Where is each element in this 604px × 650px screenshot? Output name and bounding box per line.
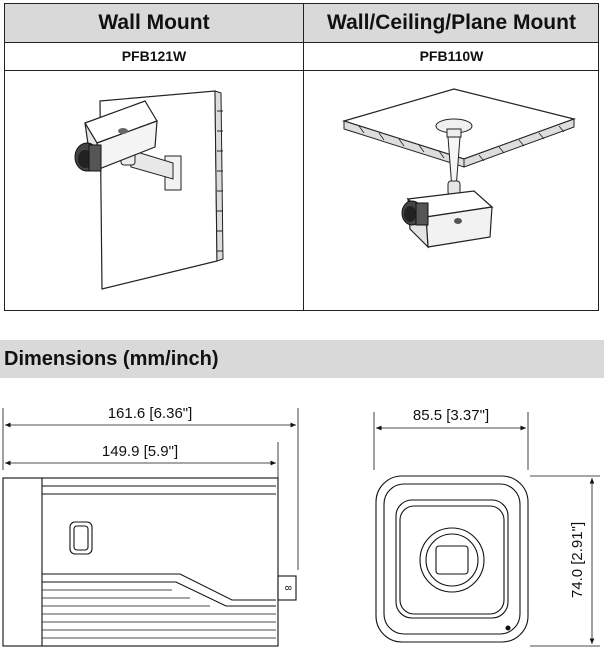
side-view-camera: 8	[2, 477, 297, 647]
table-header-row: Wall Mount Wall/Ceiling/Plane Mount	[5, 4, 598, 43]
height-label: 74.0 [2.91"]	[569, 522, 586, 598]
wall-mount-camera-icon	[74, 90, 224, 290]
table-model-row: PFB121W PFB110W	[5, 42, 598, 71]
column-divider	[303, 4, 304, 310]
header-wall-mount: Wall Mount	[98, 11, 210, 34]
front-view-camera	[375, 475, 529, 643]
side-view-dimensions: 161.6 [6.36"] 149.9 [5.9"]	[2, 405, 299, 570]
dimensions-header: Dimensions (mm/inch)	[0, 340, 604, 378]
body-length-label: 149.9 [5.9"]	[102, 443, 178, 460]
dimension-drawing: 161.6 [6.36"] 149.9 [5.9"] 8 85.5 [3.37"…	[2, 405, 600, 647]
front-view-dimensions: 85.5 [3.37"] 74.0 [2.91"]	[373, 407, 600, 647]
header-wall-ceiling-mount: Wall/Ceiling/Plane Mount	[327, 11, 576, 34]
svg-text:8: 8	[283, 585, 293, 590]
ceiling-mount-camera-icon	[341, 88, 577, 249]
overall-length-label: 161.6 [6.36"]	[108, 405, 193, 422]
model-ceiling-mount: PFB110W	[419, 48, 484, 64]
width-label: 85.5 [3.37"]	[413, 407, 489, 424]
dimensions-title: Dimensions (mm/inch)	[4, 348, 219, 370]
mount-table: Wall Mount Wall/Ceiling/Plane Mount PFB1…	[4, 3, 599, 311]
model-wall-mount: PFB121W	[121, 48, 187, 64]
